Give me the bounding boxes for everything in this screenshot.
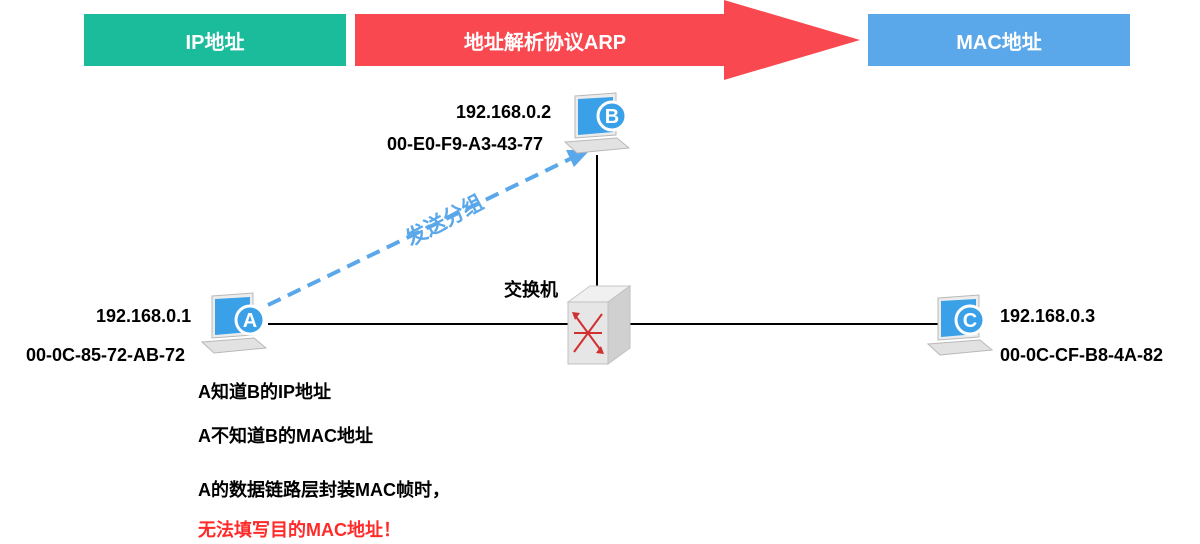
host-b-ip: 192.168.0.2	[456, 102, 552, 122]
arp-label: 地址解析协议ARP	[463, 31, 627, 54]
mac-address-label: MAC地址	[956, 31, 1042, 54]
note-line-4: 无法填写目的MAC地址！	[198, 520, 401, 540]
mac-address-box: MAC地址	[868, 14, 1130, 66]
ip-address-label: IP地址	[185, 31, 245, 54]
host-c-letter: C	[963, 310, 977, 332]
note-line-2: A不知道B的MAC地址	[198, 426, 373, 446]
host-c-ip: 192.168.0.3	[1000, 306, 1096, 326]
host-c-mac: 00-0C-CF-B8-4A-82	[1000, 345, 1164, 365]
laptop-a-icon	[200, 292, 268, 354]
host-b-letter: B	[605, 106, 619, 128]
host-b-mac: 00-E0-F9-A3-43-77	[387, 134, 544, 154]
switch-icon	[566, 285, 632, 365]
host-a-mac: 00-0C-85-72-AB-72	[26, 345, 186, 365]
laptop-b-icon	[563, 92, 631, 154]
arp-arrow	[355, 0, 860, 80]
packet-arrow-line	[267, 156, 573, 307]
note-line-1: A知道B的IP地址	[198, 382, 332, 402]
note-line-3: A的数据链路层封装MAC帧时，	[198, 480, 450, 500]
ip-address-box: IP地址	[84, 14, 346, 66]
host-a-letter: A	[243, 310, 257, 332]
packet-arrow-head	[566, 150, 590, 167]
switch-label: 交换机	[504, 280, 558, 300]
laptop-c-icon	[926, 294, 994, 356]
host-a-ip: 192.168.0.1	[96, 306, 192, 326]
